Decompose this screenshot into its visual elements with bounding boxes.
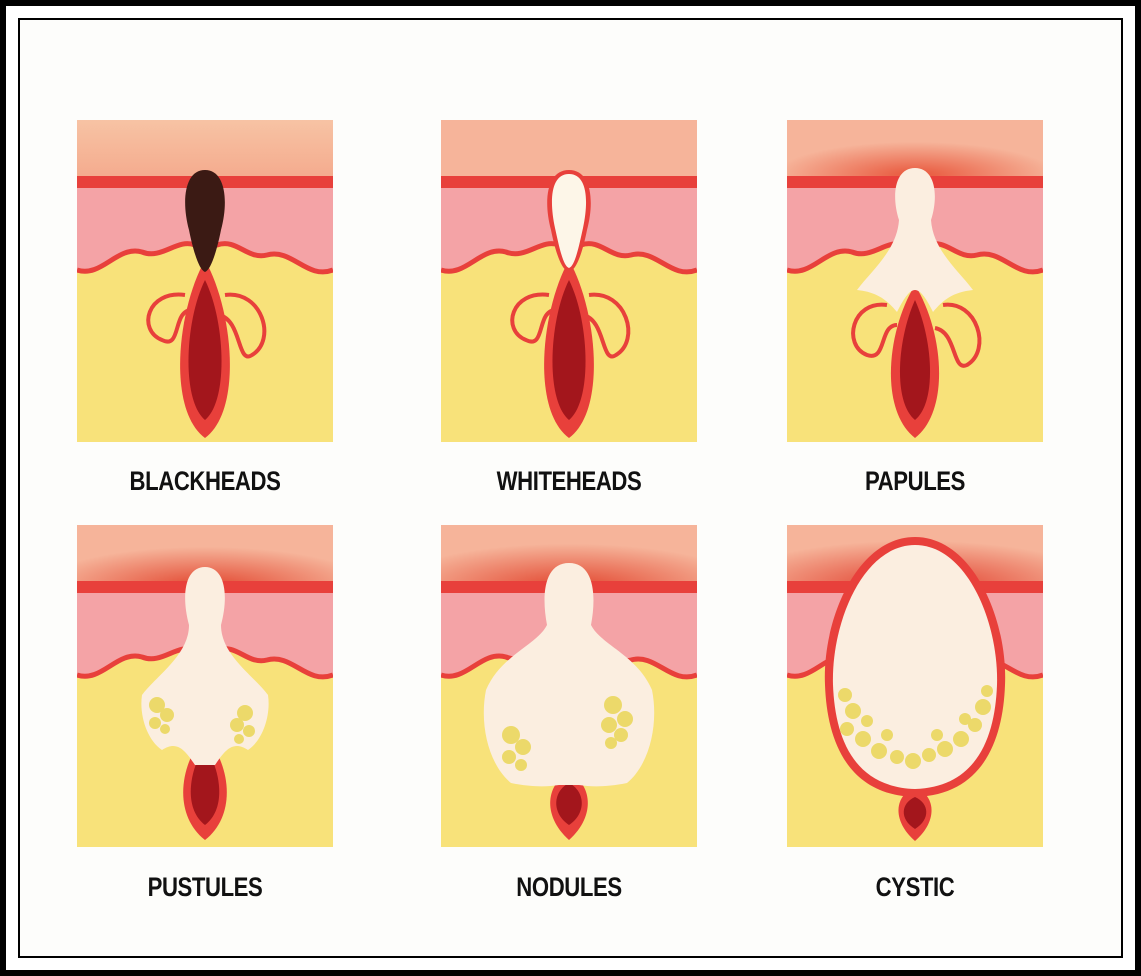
label-blackheads: BLACKHEADS xyxy=(70,466,341,497)
label-pustules: PUSTULES xyxy=(70,872,341,903)
papule-icon xyxy=(787,120,1043,442)
panel-cystic xyxy=(787,525,1043,847)
cyst-icon xyxy=(787,525,1043,847)
label-nodules: NODULES xyxy=(434,872,705,903)
label-whiteheads: WHITEHEADS xyxy=(434,466,705,497)
pustule-icon xyxy=(77,525,333,847)
whitehead-icon xyxy=(441,120,697,442)
blackhead-icon xyxy=(77,120,333,442)
label-papules: PAPULES xyxy=(780,466,1051,497)
panel-papules xyxy=(787,120,1043,442)
nodule-icon xyxy=(441,525,697,847)
panel-nodules xyxy=(441,525,697,847)
label-cystic: CYSTIC xyxy=(780,872,1051,903)
panel-whiteheads xyxy=(441,120,697,442)
panel-blackheads xyxy=(77,120,333,442)
panel-pustules xyxy=(77,525,333,847)
